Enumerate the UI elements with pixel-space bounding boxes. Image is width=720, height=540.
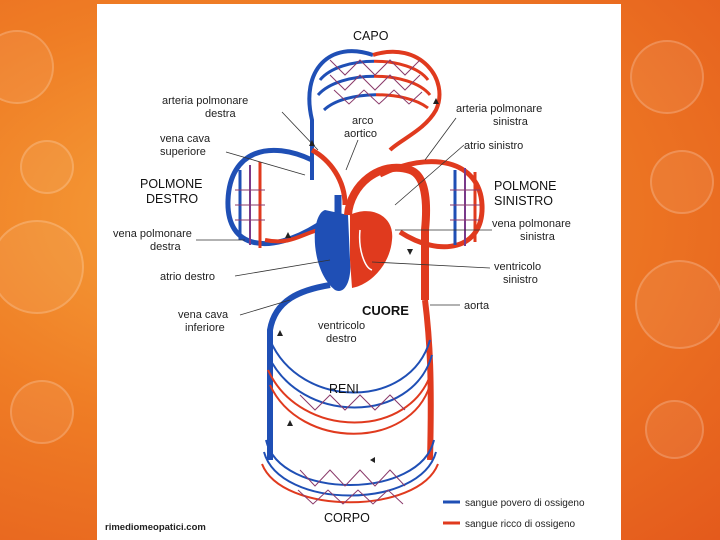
label-arteria-polmonare-destra: arteria polmonare destra bbox=[162, 95, 251, 120]
label-reni: RENI bbox=[329, 382, 359, 396]
body-circulation bbox=[261, 439, 439, 505]
bokeh-circle bbox=[650, 150, 714, 214]
label-cuore: CUORE bbox=[362, 303, 409, 318]
label-polmone-destro: POLMONE DESTRO bbox=[140, 177, 206, 206]
label-arteria-polmonare-sinistra: arteria polmonare sinistra bbox=[456, 103, 545, 128]
label-atrio-destro: atrio destro bbox=[160, 271, 215, 283]
label-atrio-sinistro: atrio sinistro bbox=[464, 140, 523, 152]
label-vena-cava-superiore: vena cava superiore bbox=[160, 133, 213, 158]
bokeh-circle bbox=[20, 140, 74, 194]
watermark: rimediomeopatici.com bbox=[105, 522, 206, 533]
label-corpo: CORPO bbox=[324, 511, 370, 525]
heart bbox=[310, 147, 431, 300]
label-aorta: aorta bbox=[464, 300, 490, 312]
left-lung bbox=[378, 159, 485, 250]
bokeh-circle bbox=[0, 220, 84, 314]
legend-poor-label: sangue povero di ossigeno bbox=[465, 498, 585, 509]
kidney-circulation bbox=[267, 339, 433, 435]
bokeh-circle bbox=[635, 260, 720, 349]
label-vena-polmonare-destra: vena polmonare destra bbox=[113, 228, 195, 253]
bokeh-circle bbox=[630, 40, 704, 114]
bokeh-circle bbox=[645, 400, 704, 459]
bokeh-circle bbox=[0, 30, 54, 104]
leader-lines bbox=[196, 111, 492, 316]
head-circulation bbox=[307, 49, 442, 180]
legend: sangue povero di ossigeno sangue ricco d… bbox=[443, 498, 585, 530]
label-polmone-sinistro: POLMONE SINISTRO bbox=[494, 179, 560, 208]
legend-rich-label: sangue ricco di ossigeno bbox=[465, 519, 576, 530]
label-capo: CAPO bbox=[353, 29, 389, 43]
arrow-marks bbox=[277, 98, 439, 463]
label-vena-cava-inferiore: vena cava inferiore bbox=[178, 309, 231, 334]
right-lung bbox=[225, 147, 320, 248]
bokeh-circle bbox=[10, 380, 74, 444]
label-ventricolo-sinistro: ventricolo sinistro bbox=[494, 261, 544, 286]
label-arco-aortico: arco aortico bbox=[344, 115, 377, 140]
label-vena-polmonare-sinistra: vena polmonare sinistra bbox=[492, 218, 574, 243]
label-ventricolo-destro: ventricolo destro bbox=[318, 320, 368, 345]
